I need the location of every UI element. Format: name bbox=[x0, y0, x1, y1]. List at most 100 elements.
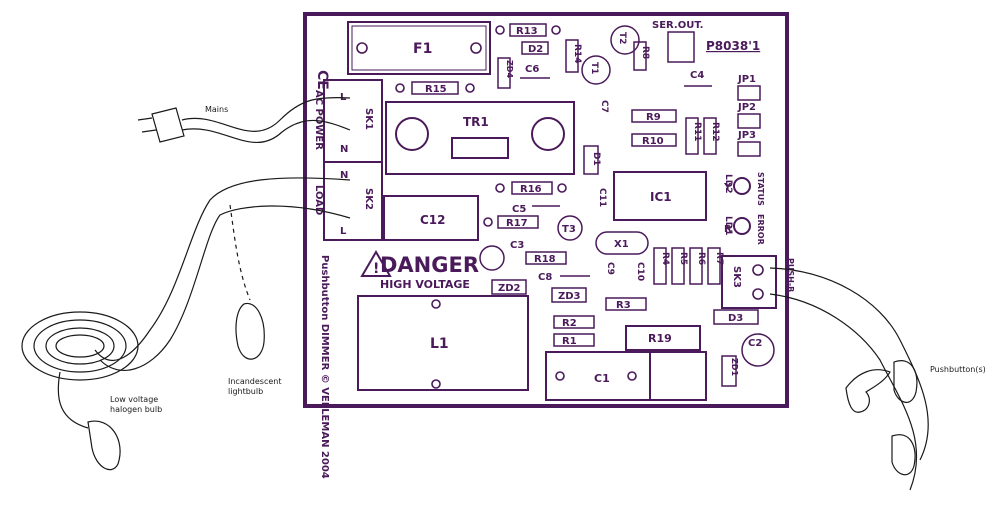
capacitor-c3 bbox=[479, 245, 505, 271]
label-r7: R7 bbox=[714, 252, 724, 265]
halogen-transformer bbox=[21, 311, 139, 381]
sk3-pad-1 bbox=[752, 264, 764, 276]
mains-cable-2 bbox=[181, 119, 351, 143]
label-r3: R3 bbox=[616, 300, 631, 311]
pad bbox=[627, 371, 637, 381]
label-r18: R18 bbox=[534, 254, 556, 265]
label-r11: R11 bbox=[692, 122, 702, 141]
label-t2: T2 bbox=[617, 32, 627, 44]
label-r15: R15 bbox=[425, 84, 447, 95]
resistor-r14 bbox=[565, 39, 579, 73]
warning-triangle-icon bbox=[360, 250, 392, 277]
label-low-voltage-1: Low voltage bbox=[110, 395, 158, 404]
label-x1: X1 bbox=[614, 239, 629, 250]
label-ld2: LD2 bbox=[723, 174, 733, 193]
label-sk2-n: N bbox=[340, 170, 348, 181]
label-tr1: TR1 bbox=[463, 115, 489, 129]
transistor-t1 bbox=[581, 55, 611, 85]
ellipse bbox=[45, 327, 115, 365]
capacitor-c2 bbox=[741, 333, 775, 367]
label-incandescent-2: lightbulb bbox=[228, 387, 263, 396]
resistor-r13 bbox=[509, 23, 547, 37]
zener-zd4 bbox=[497, 57, 511, 89]
label-r9: R9 bbox=[646, 112, 661, 123]
label-incandescent-1: Incandescent bbox=[228, 377, 282, 386]
label-f1: F1 bbox=[413, 41, 432, 57]
led-ld2 bbox=[733, 177, 751, 195]
mains-cable bbox=[181, 96, 351, 132]
wiring-sketch: Mains Low voltage halogen bulb Incandesc… bbox=[21, 96, 986, 491]
sk2-terminal bbox=[323, 161, 383, 241]
label-c9: C9 bbox=[605, 262, 615, 275]
label-error: ERROR bbox=[756, 214, 765, 245]
label-r10: R10 bbox=[642, 136, 664, 147]
label-r4: R4 bbox=[660, 252, 670, 265]
load-cable-1 bbox=[94, 177, 351, 361]
label-low-voltage-2: halogen bulb bbox=[110, 405, 162, 414]
transistor-t2 bbox=[610, 25, 640, 55]
pcb-outline bbox=[303, 12, 789, 408]
label-r5: R5 bbox=[678, 252, 688, 265]
label-jp3: JP3 bbox=[737, 130, 756, 141]
sk3-pad-2 bbox=[752, 288, 764, 300]
label-push-b: PUSH-B bbox=[786, 258, 795, 292]
label-ic1: IC1 bbox=[650, 190, 672, 204]
label-l1: L1 bbox=[430, 336, 449, 352]
transistor-t3 bbox=[557, 215, 583, 241]
ce-mark: CE bbox=[314, 70, 330, 90]
resistor-r17 bbox=[497, 215, 539, 229]
label-ld1: LD1 bbox=[723, 216, 733, 235]
label-r12: R12 bbox=[710, 122, 720, 141]
resistor-r15 bbox=[411, 81, 459, 95]
vertical-brand-text: Pushbutton DIMMER © VELLEMAN 2004 bbox=[319, 255, 330, 479]
zener-zd1 bbox=[721, 355, 737, 387]
fuse-pad-left bbox=[356, 42, 368, 54]
label-t1: T1 bbox=[589, 62, 599, 74]
pad bbox=[483, 217, 493, 227]
pad bbox=[431, 299, 441, 309]
pad bbox=[465, 83, 475, 93]
label-c6: C6 bbox=[525, 64, 539, 75]
jumper-jp2 bbox=[737, 113, 761, 129]
heatsink-hole-left bbox=[395, 117, 429, 151]
heatsink-hole-right bbox=[531, 117, 565, 151]
resistor-r4 bbox=[653, 247, 667, 285]
label-t3: T3 bbox=[562, 224, 576, 235]
resistor-r1 bbox=[553, 333, 595, 347]
pad bbox=[495, 25, 505, 35]
label-c4: C4 bbox=[690, 70, 704, 81]
label-sk2-l: L bbox=[340, 226, 347, 237]
triac-tr1 bbox=[451, 137, 509, 159]
label-ac-power: AC POWER bbox=[313, 90, 324, 150]
label-sk1: SK1 bbox=[363, 108, 374, 130]
label-zd1: ZD1 bbox=[730, 358, 739, 376]
resistor-r16 bbox=[511, 181, 553, 195]
pad bbox=[557, 183, 567, 193]
label-c11: C11 bbox=[597, 188, 607, 207]
ellipse bbox=[55, 334, 105, 358]
text: ! bbox=[373, 261, 379, 277]
zener-zd2 bbox=[491, 279, 527, 295]
fuse-pad-right bbox=[470, 42, 482, 54]
jumper-jp3 bbox=[737, 141, 761, 157]
label-high-voltage: HIGH VOLTAGE bbox=[380, 278, 470, 291]
pad bbox=[431, 379, 441, 389]
label-r6: R6 bbox=[696, 252, 706, 265]
danger-warning: ! DANGER HIGH VOLTAGE bbox=[360, 250, 479, 291]
label-r14: R14 bbox=[572, 44, 582, 63]
pad bbox=[495, 183, 505, 193]
label-status: STATUS bbox=[756, 172, 765, 206]
resistor-r6 bbox=[689, 247, 703, 285]
resistor-r12 bbox=[703, 117, 717, 155]
fuse-holder bbox=[347, 21, 491, 75]
pad bbox=[395, 83, 405, 93]
label-r16: R16 bbox=[520, 184, 542, 195]
incandescent-bulb-icon bbox=[235, 302, 265, 360]
load-cable-2 bbox=[99, 205, 351, 371]
pushbutton-cable-2 bbox=[769, 293, 918, 491]
label-ser-out: SER.OUT. bbox=[652, 20, 703, 31]
pushbutton-top-icon bbox=[893, 360, 918, 403]
zener-zd3 bbox=[551, 287, 587, 303]
resistor-r11 bbox=[685, 117, 699, 155]
